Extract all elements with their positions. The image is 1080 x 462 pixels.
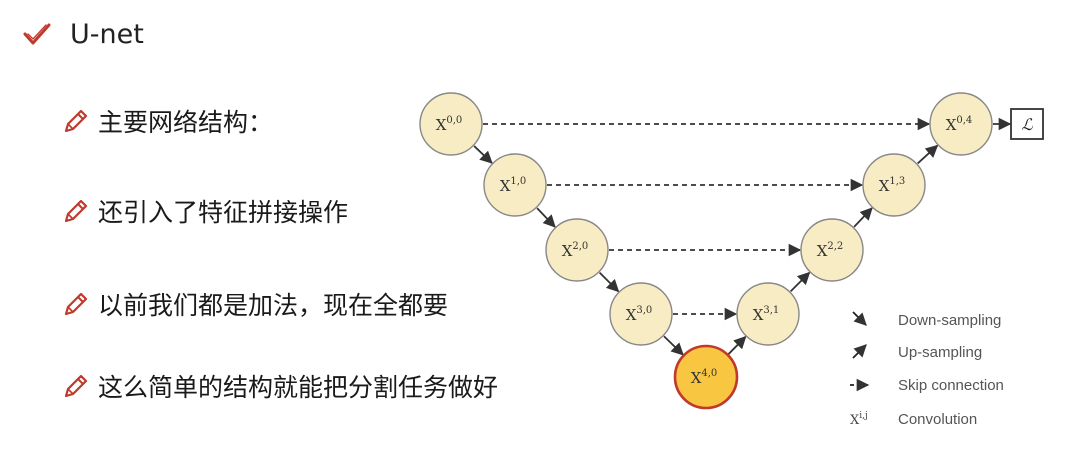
legend-label: Convolution [898, 411, 977, 428]
edge-down [598, 271, 620, 293]
bullet-text: 还引入了特征拼接操作 [98, 198, 349, 227]
node-x04: X0,4 [929, 92, 993, 156]
edge-up [853, 207, 873, 228]
legend-label: Skip connection [898, 377, 1004, 394]
node-x30: X3,0 [609, 282, 673, 346]
nodes-layer: ℒ X0,0X1,0X2,0X3,0X4,0 X3,1 X2,2 X1,3 X0,4 [419, 92, 1044, 410]
edge-down [663, 335, 684, 356]
node-label: X3,0 [626, 305, 653, 324]
edge-down [473, 145, 493, 164]
bullet-item: 这么简单的结构就能把分割任务做好 [62, 366, 498, 406]
legend-item-down: Down-sampling [852, 311, 1001, 329]
legend-item-up: Up-sampling [852, 344, 982, 361]
edge-up [727, 335, 747, 355]
bullet-item: 主要网络结构： [62, 101, 273, 141]
node-x00: X0,0 [419, 92, 483, 156]
node-label: X2,2 [817, 241, 844, 260]
pencil-icon [64, 109, 88, 133]
down-arrow-icon [852, 311, 867, 326]
node-x20: X2,0 [545, 218, 609, 282]
node-label: X1,3 [879, 176, 906, 195]
legend-item-skip: Skip connection [850, 377, 1004, 394]
legend-item-conv: Xi,j Convolution [850, 411, 977, 428]
node-x13: X1,3 [862, 153, 926, 217]
bullet-item: 以前我们都是加法，现在全都要 [62, 284, 448, 324]
up-arrow-icon [852, 344, 867, 359]
node-label: X1,0 [500, 176, 527, 195]
edges-layer [473, 117, 1012, 356]
node-label: X3,1 [753, 305, 780, 324]
title-row: U-net [22, 14, 144, 54]
loss-box [1010, 108, 1044, 140]
bullet-text: 这么简单的结构就能把分割任务做好 [98, 373, 499, 402]
legend-label: Down-sampling [898, 312, 1001, 329]
conv-symbol: Xi,j [850, 411, 868, 428]
node-label: X2,0 [562, 241, 589, 260]
node-x40: X4,0 [673, 344, 739, 410]
pencil-icon [64, 292, 88, 316]
page-title: U-net [70, 18, 144, 50]
edge-up [917, 144, 939, 165]
pencil-icon [64, 374, 88, 398]
bullet-text: 主要网络结构： [98, 108, 274, 137]
edge-up [789, 271, 811, 293]
node-label: X4,0 [691, 368, 718, 387]
legend-label: Up-sampling [898, 344, 982, 361]
node-x22: X2,2 [800, 218, 864, 282]
node-label: X0,0 [436, 115, 463, 134]
loss-label: ℒ [1021, 115, 1033, 134]
node-label: X0,4 [946, 115, 973, 134]
node-x31: X3,1 [736, 282, 800, 346]
bullet-item: 还引入了特征拼接操作 [62, 191, 348, 231]
edge-down [536, 207, 556, 228]
bullet-text: 以前我们都是加法，现在全都要 [98, 291, 449, 320]
pencil-icon [64, 199, 88, 223]
node-x10: X1,0 [483, 153, 547, 217]
check-icon [23, 23, 51, 45]
